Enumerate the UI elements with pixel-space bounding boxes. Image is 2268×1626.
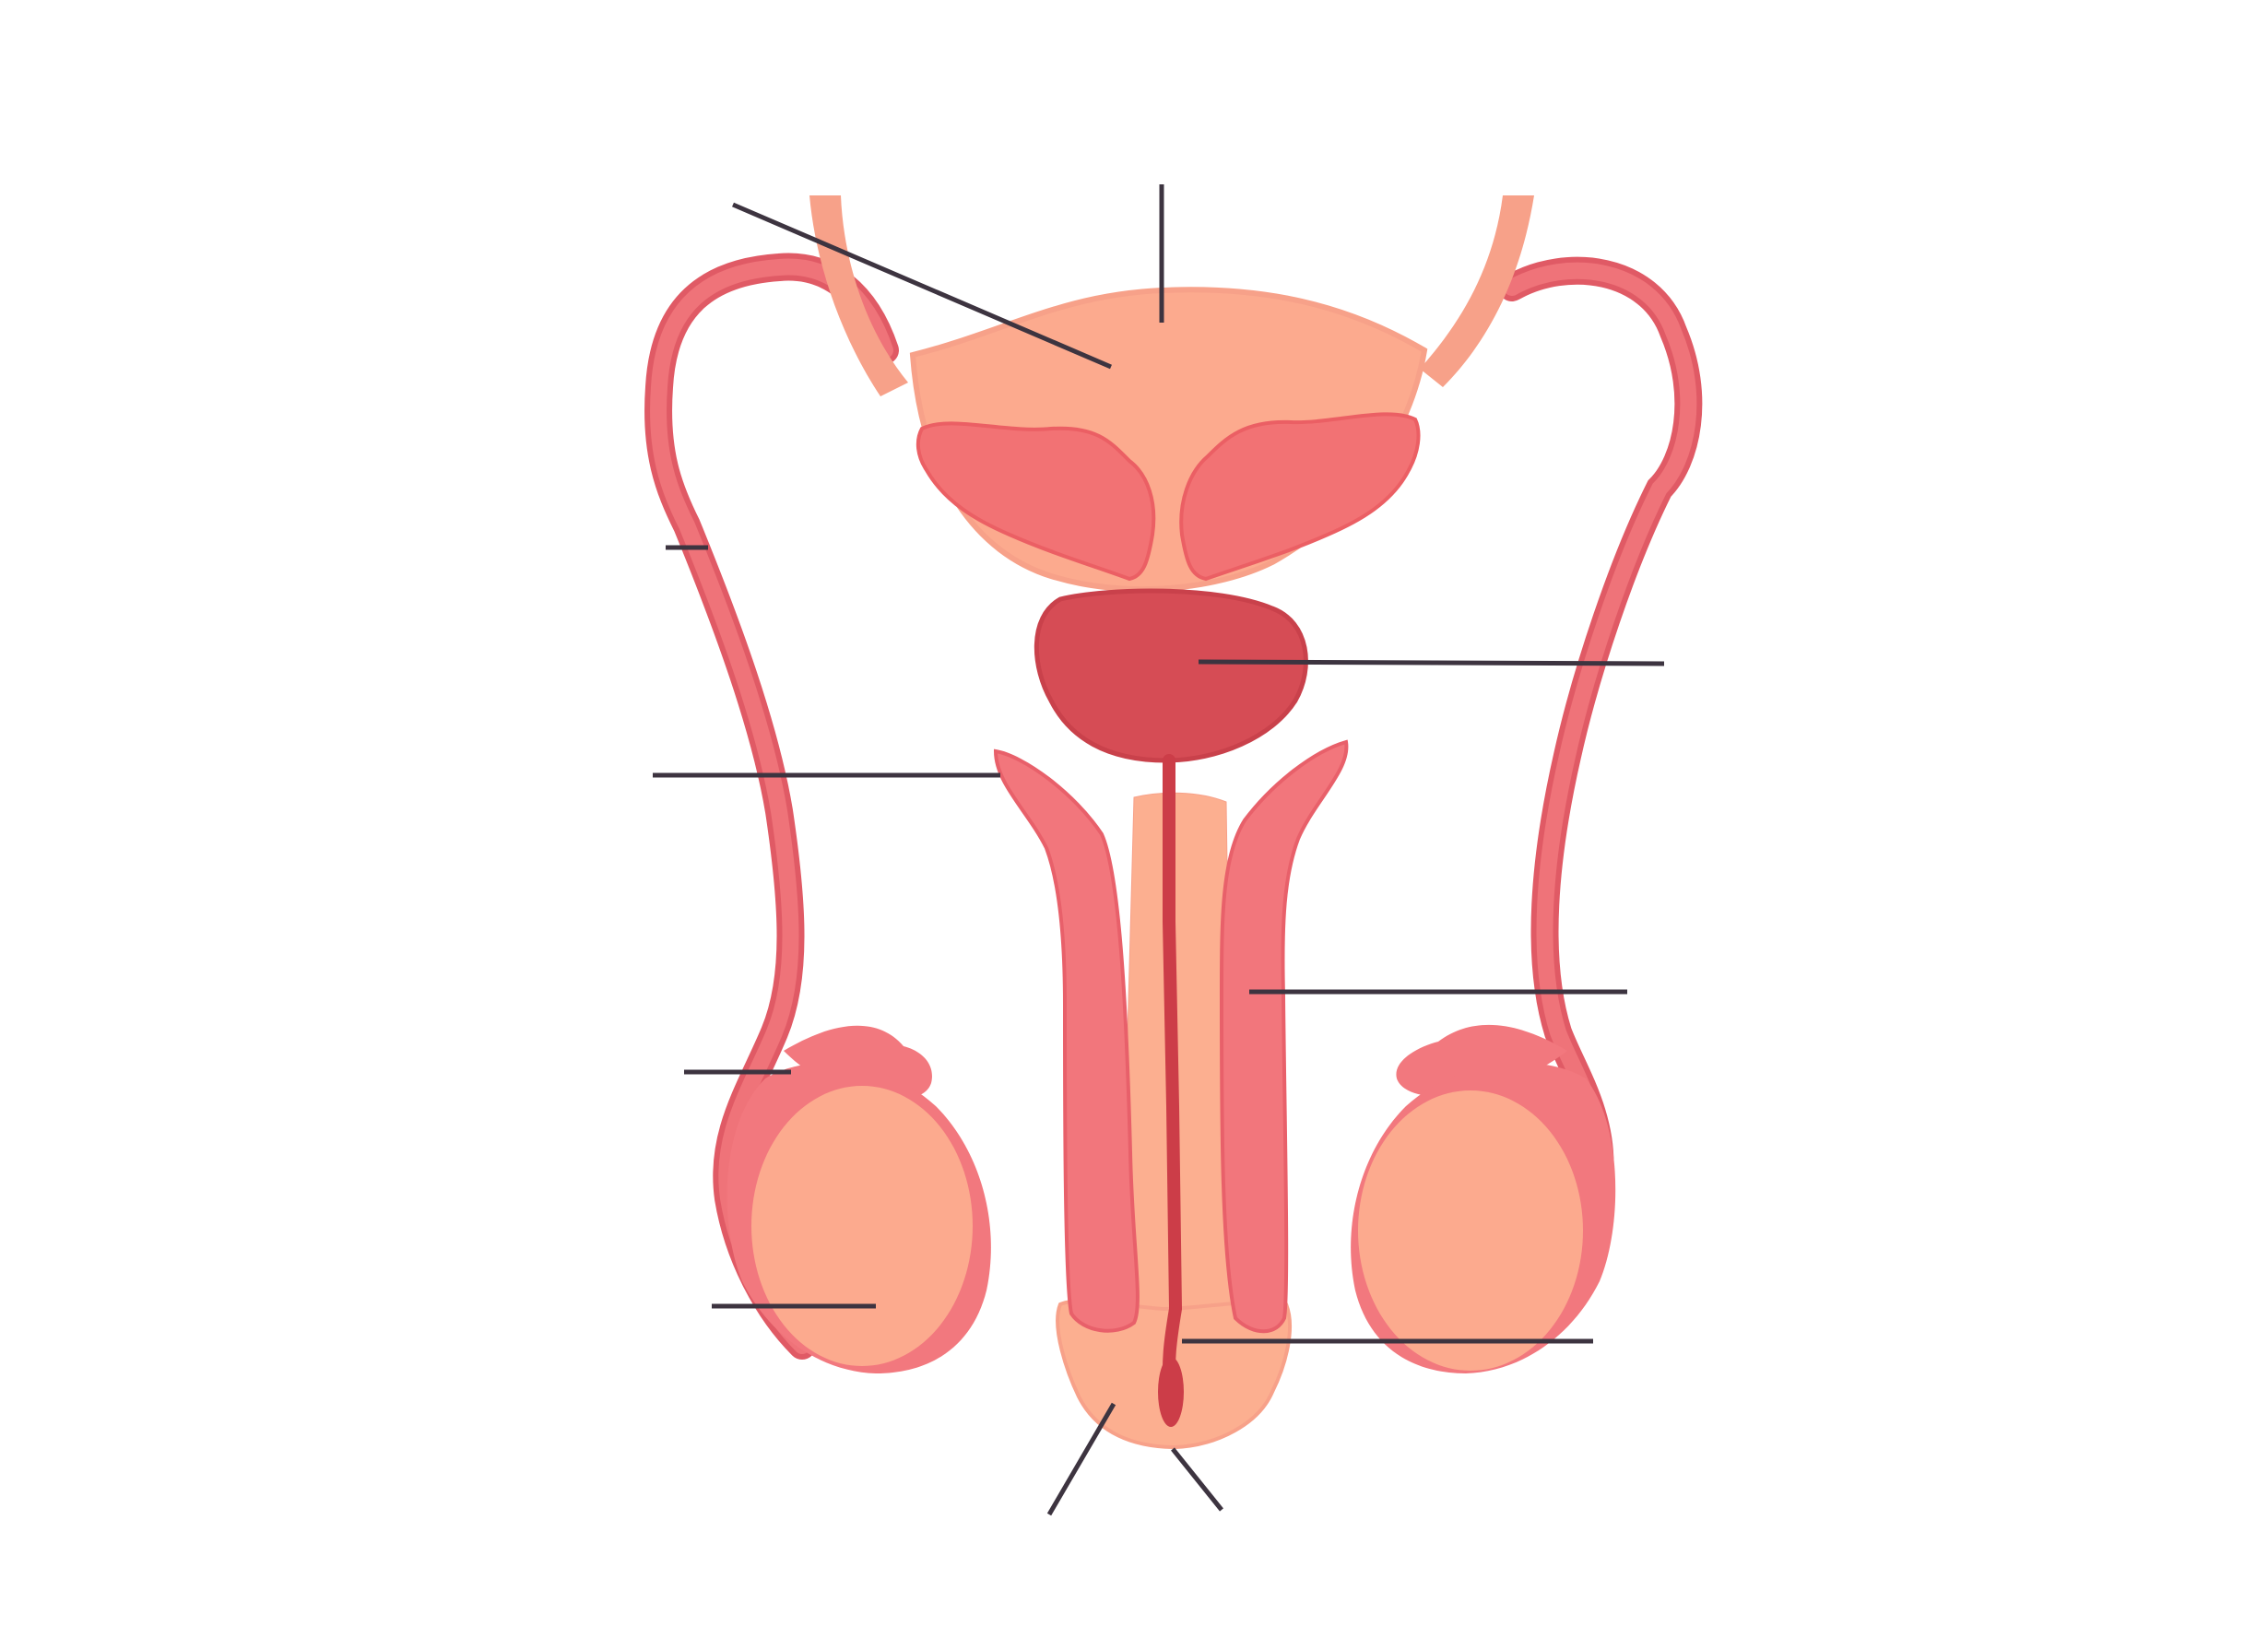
leader-line-bladder-left	[732, 202, 1112, 370]
ureter-right	[1420, 195, 1534, 387]
urethral-opening	[1158, 1357, 1184, 1427]
leader-line-prostate	[1198, 659, 1665, 666]
prostate-gland	[1034, 588, 1308, 763]
corpus-cavernosum-left	[993, 748, 1140, 1333]
leader-lines	[653, 184, 1665, 1516]
leader-line-urethral-opening	[1171, 1447, 1223, 1512]
seminal-vesicle-right	[1179, 412, 1421, 582]
epididymis-right	[1396, 1024, 1567, 1097]
seminal-vesicle-left	[915, 421, 1156, 582]
testis-right	[1358, 1090, 1583, 1371]
urethra	[1162, 754, 1183, 1408]
leader-line-glans	[1046, 1402, 1116, 1516]
vas-deferens-left	[644, 253, 899, 1360]
testis-left	[751, 1086, 973, 1366]
corpus-cavernosum-right	[1220, 739, 1349, 1334]
